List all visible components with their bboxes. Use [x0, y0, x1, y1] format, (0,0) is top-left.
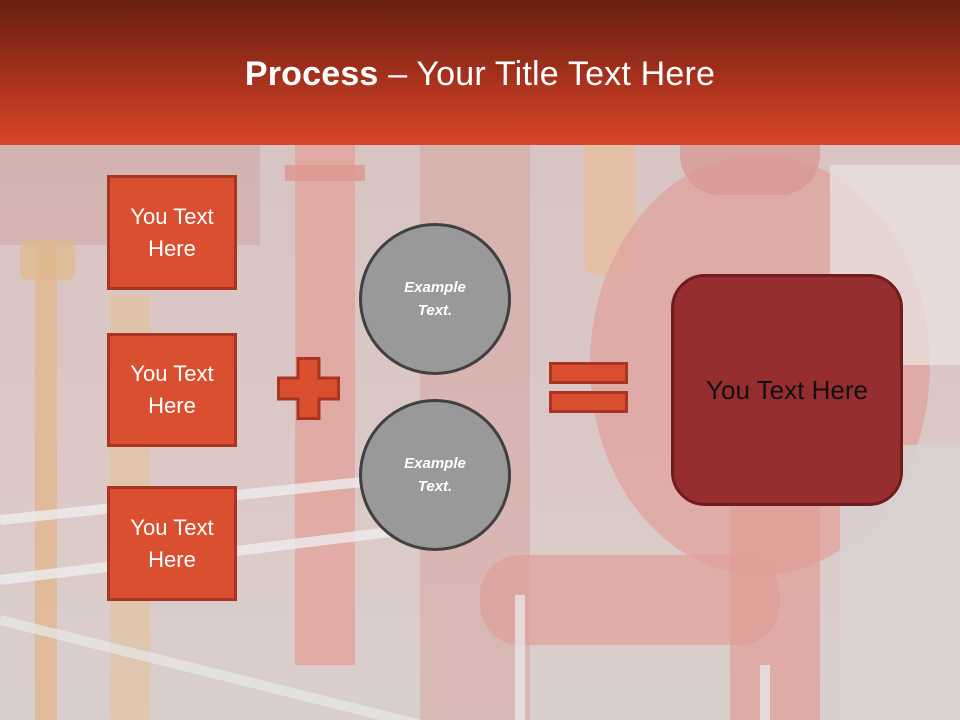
circle-line-1: Example [404, 455, 466, 472]
circle-line-2: Text. [417, 478, 453, 495]
circle-line-2: Text. [417, 302, 453, 319]
result-text: You Text Here [706, 374, 868, 405]
title-rest: Your Title Text Here [416, 55, 716, 93]
result-box[interactable]: You Text Here [671, 274, 903, 506]
equals-bar-bottom [549, 391, 628, 413]
title-bold: Process [244, 55, 379, 93]
box-line-2: Here [148, 546, 196, 572]
title-bar: Process – Your Title Text Here [0, 0, 960, 145]
box-line-1: You Text [130, 361, 214, 386]
box-line-2: Here [148, 235, 196, 261]
slide-title: Process – Your Title Text Here [245, 55, 715, 94]
equals-bar-top [549, 362, 628, 384]
box-line-1: You Text [130, 514, 214, 540]
box-line-1: You Text [130, 203, 214, 229]
box-line-2: Here [148, 393, 196, 418]
title-separator: – [378, 55, 417, 93]
circle-line-1: Example [404, 279, 466, 296]
plus-icon [277, 357, 340, 420]
